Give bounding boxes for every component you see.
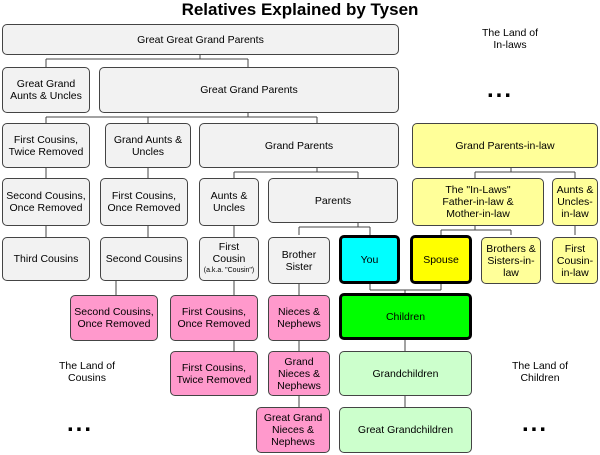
connector [45, 113, 318, 123]
land-of-children-note: The Land of Children [511, 360, 569, 384]
second-cousins-once-removed-bottom-box: Second Cousins, Once Removed [70, 295, 158, 341]
grand-nieces-nephews-box: Grand Nieces & Nephews [268, 351, 330, 396]
first-cousins-once-removed-top-box: First Cousins, Once Removed [100, 178, 188, 226]
first-cousin-aka-label: (a.k.a. "Cousin") [203, 267, 255, 274]
first-cousins-twice-removed-bottom-box: First Cousins, Twice Removed [170, 351, 258, 396]
first-cousin-in-law-box: First Cousin- in-law [552, 237, 598, 284]
land-of-inlaws-note: The Land of In-laws [481, 27, 539, 51]
connector [298, 223, 371, 235]
grandchildren-box: Grandchildren [339, 351, 472, 396]
first-cousins-twice-removed-top-box: First Cousins, Twice Removed [2, 123, 90, 168]
land-of-cousins-note: The Land of Cousins [58, 360, 116, 384]
connector [369, 284, 442, 295]
nieces-nephews-box: Nieces & Nephews [268, 295, 330, 341]
third-cousins-box: Third Cousins [2, 237, 90, 281]
first-cousin-box: First Cousin(a.k.a. "Cousin") [199, 237, 259, 281]
second-cousins-box: Second Cousins [100, 237, 188, 281]
ellipsis-children: ... [522, 410, 549, 437]
great-great-grand-parents-box: Great Great Grand Parents [2, 24, 399, 55]
first-cousins-once-removed-bottom-box: First Cousins, Once Removed [170, 295, 258, 341]
second-cousins-once-removed-top-box: Second Cousins, Once Removed [2, 178, 90, 226]
connector [440, 226, 512, 235]
ellipsis-inlaws: ... [487, 76, 514, 103]
great-grandchildren-box: Great Grandchildren [339, 407, 472, 453]
brother-sister-box: Brother Sister [268, 237, 330, 284]
brothers-sisters-in-law-box: Brothers & Sisters-in- law [481, 237, 541, 284]
connector [115, 281, 300, 407]
grand-aunts-uncles-box: Grand Aunts & Uncles [105, 123, 191, 168]
aunts-uncles-box: Aunts & Uncles [199, 178, 259, 226]
spouse-box: Spouse [410, 235, 472, 284]
ellipsis-cousins: ... [67, 410, 94, 437]
aunts-uncles-in-law-box: Aunts & Uncles- in-law [552, 178, 598, 226]
parents-box: Parents [268, 178, 398, 223]
great-grand-aunts-uncles-box: Great Grand Aunts & Uncles [2, 67, 90, 113]
connector [45, 55, 249, 67]
children-box: Children [339, 293, 472, 340]
you-box: You [339, 235, 400, 284]
grand-parents-in-law-box: Grand Parents-in-law [412, 123, 598, 168]
diagram-title: Relatives Explained by Tysen [181, 0, 419, 19]
in-laws-box: The "In-Laws" Father-in-law & Mother-in-… [412, 178, 544, 226]
grand-parents-box: Grand Parents [199, 123, 399, 168]
great-grand-nieces-nephews-box: Great Grand Nieces & Nephews [256, 407, 330, 453]
connector [474, 168, 576, 178]
great-grand-parents-box: Great Grand Parents [99, 67, 399, 113]
connector [233, 168, 359, 178]
